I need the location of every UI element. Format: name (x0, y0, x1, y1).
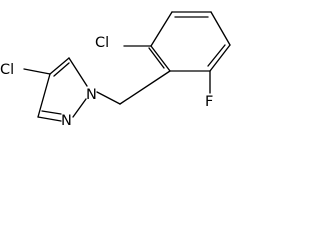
bond-n1-ch2 (96, 91, 121, 105)
bond-ph-c1-c2 (150, 45, 171, 72)
bond-c4-cl (23, 68, 51, 75)
bond-ph-c4-c5 (210, 11, 231, 46)
molecule-structure: Cl N N Cl F (0, 11, 231, 129)
cl-label-pyrazole: Cl (0, 62, 14, 78)
bond-ph-c2-c3 (150, 11, 173, 47)
bond-n1-n2 (72, 98, 87, 118)
bond-c3-c4 (37, 73, 51, 118)
bond-c4-c5-inner (53, 62, 70, 77)
bond-ch2-phenyl (119, 70, 171, 105)
bond-c5-n1 (68, 57, 88, 87)
bond-ph-c5-c6-inner (207, 44, 226, 67)
bond-c4-c5 (49, 57, 70, 75)
n1-label: N (86, 87, 97, 103)
bond-n2-c3-inner (41, 110, 62, 115)
bond-ph-c1-c2-inner (148, 47, 165, 69)
bond-ph-c5-c6 (209, 44, 231, 72)
n2-label: N (61, 113, 72, 129)
f-label: F (205, 94, 213, 110)
cl-label-phenyl: Cl (95, 35, 109, 51)
bond-n2-c3 (37, 116, 62, 122)
